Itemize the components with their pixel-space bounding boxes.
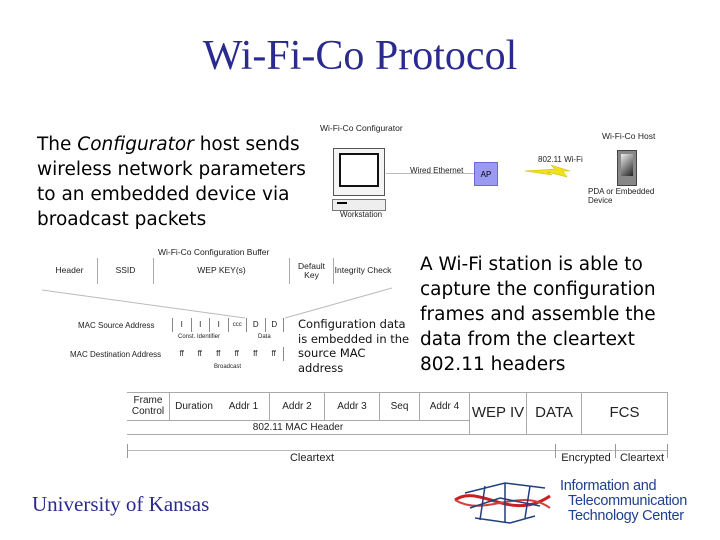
field-seq: Seq [380,392,420,420]
src-cell: I [209,318,228,332]
dst-cell: ff [271,348,276,358]
footer-university: University of Kansas [32,492,210,516]
ap-icon: AP [474,162,498,186]
configurator-label: Wi-Fi-Co Configurator [320,123,403,133]
src-cell: ccc [227,318,247,332]
station-text: A Wi-Fi station is able to capture the c… [420,254,656,375]
data-label: Data [258,334,271,340]
bracket-line [127,450,668,451]
itc-logo-mesh-icon [454,482,551,524]
buffer-field-header: Header [42,258,98,284]
intro-post: host sends wireless network parameters t… [37,134,306,230]
encrypted-label: Encrypted [561,451,611,464]
field-addr1: Addr 1 [218,392,270,420]
buffer-connector-lines [41,287,393,319]
dst-cell: ff [216,348,221,358]
field-wep-iv: WEP IV [470,392,527,435]
config-buffer-diagram: Wi-Fi-Co Configuration Buffer Header SSI… [0,0,410,380]
logo-line1: Information and [560,478,657,494]
dst-cell: ff [172,347,191,361]
pda-icon [617,150,637,186]
field-addr2: Addr 2 [270,392,325,420]
ethernet-line [386,173,474,174]
field-data: DATA [527,392,582,435]
mac-header-label: 802.11 MAC Header [127,420,470,435]
mac-source-cells: I I I ccc D D [172,318,284,332]
src-cell: D [264,318,284,332]
cleartext-label: Cleartext [289,451,335,464]
itc-logo: Information and Telecommunication Techno… [450,478,710,533]
field-duration: Duration [175,400,213,412]
slide-title: Wi-Fi-Co Protocol [202,33,518,79]
buffer-field-ssid: SSID [98,258,154,284]
broadcast-label: Broadcast [214,364,242,370]
workstation-monitor-icon [333,148,385,196]
field-addr4: Addr 4 [420,392,470,420]
buffer-field-integrity: Integrity Check [334,265,392,276]
cleartext-fcs-label: Cleartext [619,451,665,464]
logo-line2: Telecommunication [568,493,688,509]
src-cell: D [246,318,265,332]
intro-pre: The [37,134,78,155]
field-frame-control: Frame Control [127,392,170,420]
intro-emphasis: Configurator [77,134,194,155]
workstation-label: Workstation [340,210,383,219]
field-addr3: Addr 3 [325,392,380,420]
intro-text: The Configurator host sends wireless net… [37,132,327,232]
logo-line3: Technology Center [568,508,684,524]
network-diagram: Wi-Fi-Co Configurator Workstation Wired … [310,115,680,225]
buffer-field-wep-keys: WEP KEY(s) [154,258,290,284]
frame-diagram: Frame Control Duration Addr 1 Addr 2 Add… [127,392,668,472]
src-cell: I [190,318,210,332]
device-label: PDA or Embedded Device [588,187,655,205]
keyboard-icon [332,199,386,211]
mac-dest-cells: ff ff ff ff ff ff [172,347,284,361]
ap-label: AP [480,169,492,179]
const-identifier-label: Const. Identifier [178,334,221,340]
dst-cell: ff [197,348,202,358]
embed-note: Configuration data is embedded in the so… [298,317,410,375]
dst-cell: ff [234,348,239,358]
dst-cell: ff [253,348,258,358]
mac-dest-label: MAC Destination Address [70,350,162,359]
field-fcs: FCS [582,392,668,435]
wireless-lightning-icon [525,164,571,178]
wifi-label: 802.11 Wi-Fi [538,155,583,164]
buffer-title: Wi-Fi-Co Configuration Buffer [158,247,270,257]
src-cell: I [172,318,191,332]
wired-label: Wired Ethernet [410,166,464,175]
buffer-field-default-key: Default Key [290,258,334,284]
mac-source-label: MAC Source Address [78,321,155,330]
host-label: Wi-Fi-Co Host [602,131,656,141]
